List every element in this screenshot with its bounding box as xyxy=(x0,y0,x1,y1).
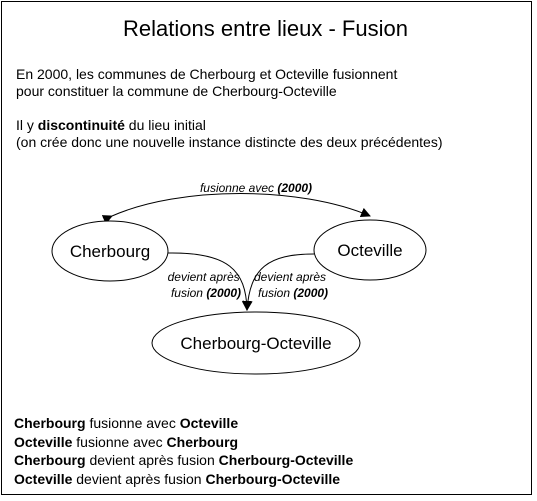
edge-right-label-line1: devient après xyxy=(254,270,326,284)
intro-line-2: pour constituer la commune de Cherbourg-… xyxy=(16,83,337,99)
intro-discontinuity-word: discontinuité xyxy=(37,117,125,133)
node-cherbourg-label: Cherbourg xyxy=(70,242,150,261)
summary-verb: fusionne avec xyxy=(85,415,180,431)
summary-object: Cherbourg-Octeville xyxy=(205,470,341,487)
edge-cherbourg-to-merged xyxy=(167,252,252,311)
node-cherbourg xyxy=(51,220,169,282)
intro-line-3: Il y discontinuité du lieu initial xyxy=(16,117,443,134)
node-octeville-label: Octeville xyxy=(337,241,402,260)
edge-octeville-to-merged xyxy=(242,253,315,311)
node-cherbourg-octeville xyxy=(151,311,361,375)
intro-line-4: (on crée donc une nouvelle instance dist… xyxy=(16,134,443,150)
edge-right-label-line2: fusion (2000) xyxy=(258,286,328,300)
summary-subject: Cherbourg xyxy=(14,452,86,468)
edge-left-label-line2: fusion (2000) xyxy=(171,286,241,300)
node-cherbourg-octeville-label: Cherbourg-Octeville xyxy=(180,334,331,353)
summary-subject: Cherbourg xyxy=(14,415,86,431)
summary-row: Cherbourg devient après fusion Cherbourg… xyxy=(14,451,353,470)
summary-verb: fusionne avec xyxy=(72,433,167,450)
edge-left-label-line1: devient après xyxy=(168,270,240,284)
summary-row: Cherbourg fusionne avec Octeville xyxy=(14,414,353,433)
page-title: Relations entre lieux - Fusion xyxy=(123,16,408,41)
summary-row: Octeville devient après fusion Cherbourg… xyxy=(14,470,353,489)
intro-text: En 2000, les communes de Cherbourg et Oc… xyxy=(16,66,443,151)
intro-line-3-suffix: du lieu initial xyxy=(124,117,206,133)
merge-edge xyxy=(101,193,371,225)
edge-right-label: devient après fusion (2000) xyxy=(254,270,329,300)
summary-subject: Octeville xyxy=(14,433,73,450)
summary-object: Octeville xyxy=(179,415,239,431)
relation-summary: Cherbourg fusionne avec Octeville Octevi… xyxy=(14,414,353,488)
summary-verb: devient après fusion xyxy=(85,452,219,468)
summary-verb: devient après fusion xyxy=(72,470,206,487)
summary-object: Cherbourg-Octeville xyxy=(218,452,354,468)
intro-line-1: En 2000, les communes de Cherbourg et Oc… xyxy=(16,66,398,82)
summary-object: Cherbourg xyxy=(166,433,239,450)
summary-row: Octeville fusionne avec Cherbourg xyxy=(14,433,353,452)
merge-edge-label: fusionne avec (2000) xyxy=(200,181,312,195)
intro-line-3-prefix: Il y xyxy=(16,117,38,133)
edge-left-label: devient après fusion (2000) xyxy=(168,270,243,300)
summary-subject: Octeville xyxy=(14,470,73,487)
node-octeville xyxy=(313,219,427,281)
